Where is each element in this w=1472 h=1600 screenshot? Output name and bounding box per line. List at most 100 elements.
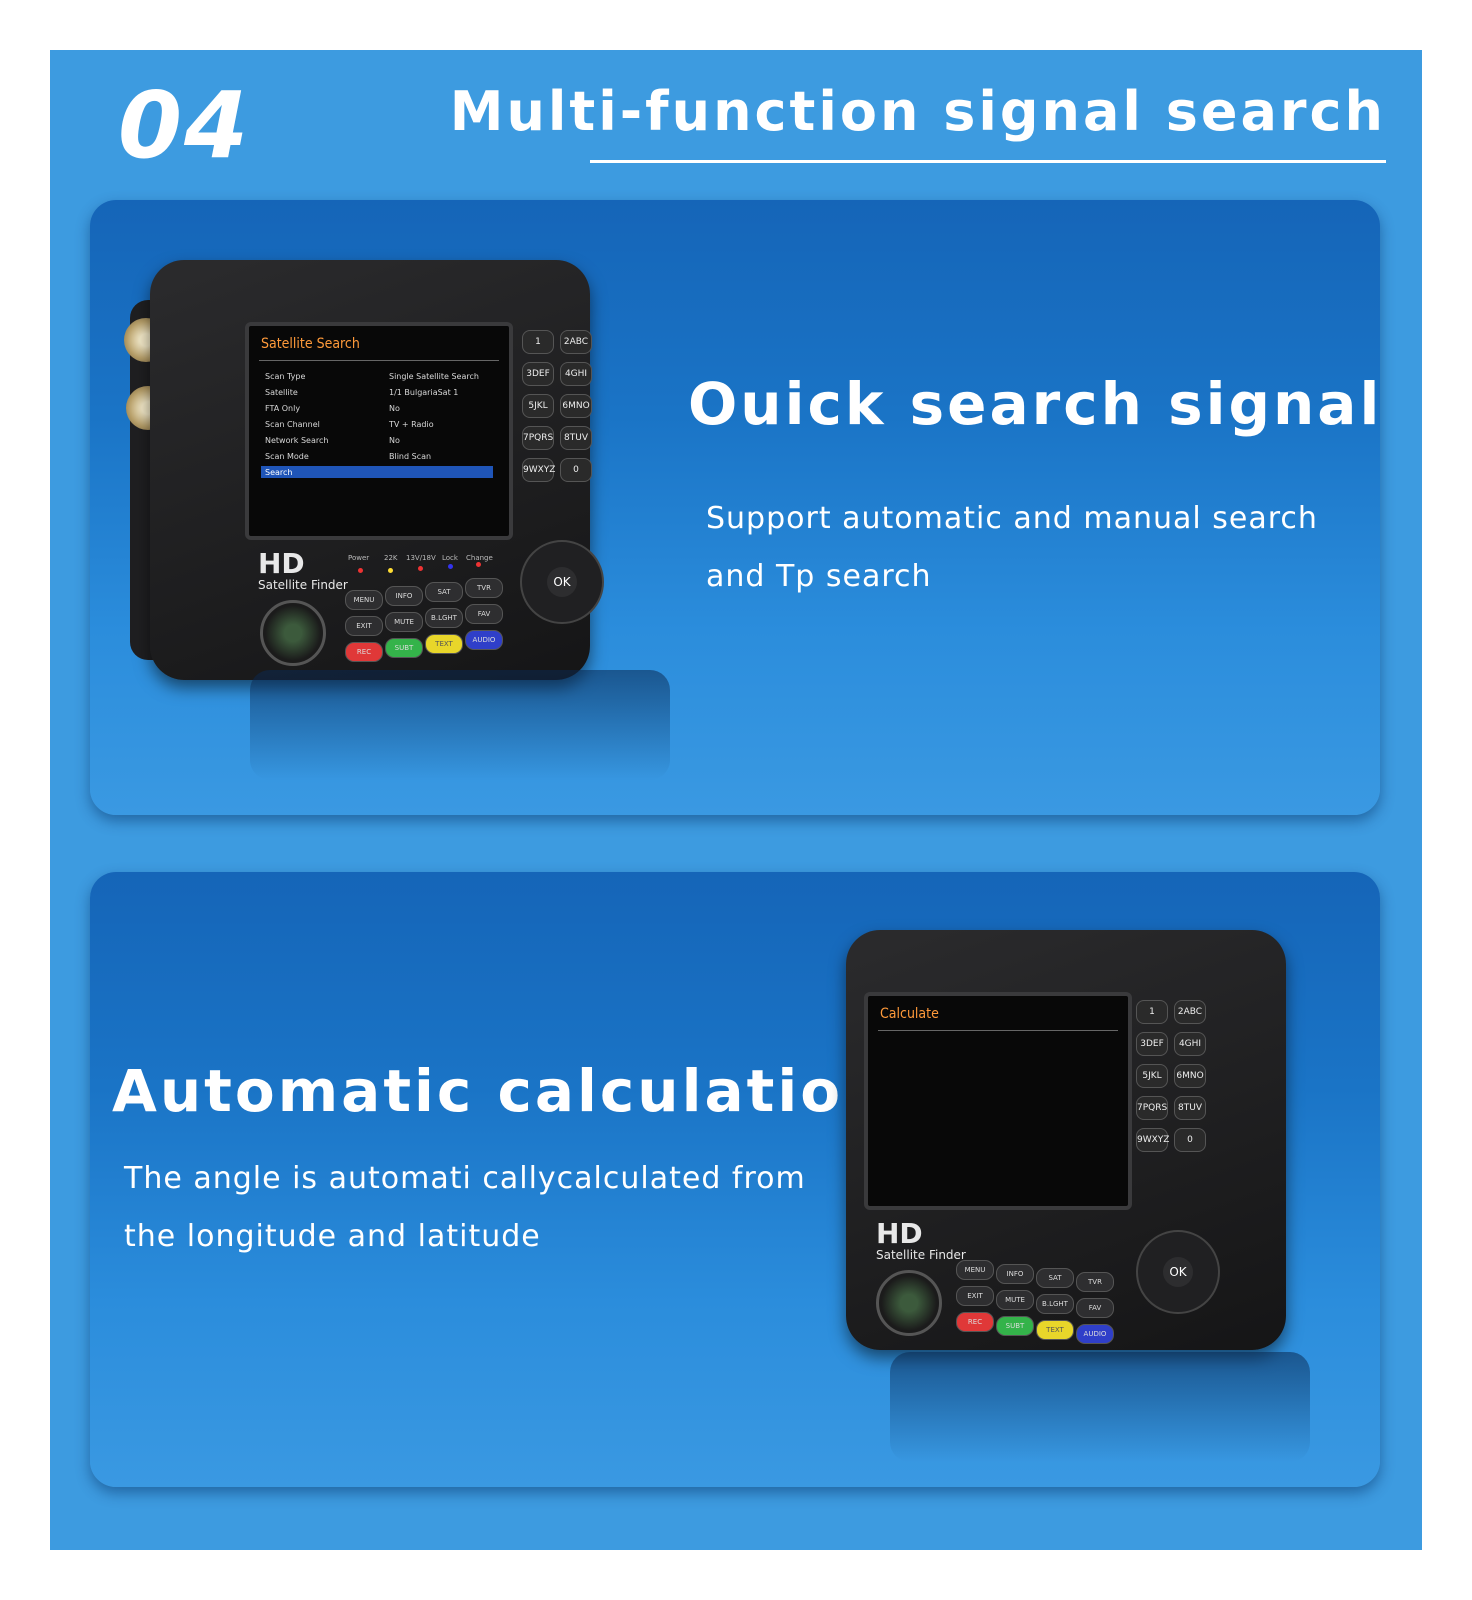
panel-desc-line: The angle is automati callycalculated fr… bbox=[124, 1161, 806, 1196]
screen-row-label: Scan Type bbox=[265, 372, 306, 381]
audio-button[interactable]: AUDIO bbox=[1076, 1324, 1114, 1344]
screen-selection-bar bbox=[261, 466, 493, 478]
screen-row-value: 1/1 BulgariaSat 1 bbox=[389, 388, 459, 397]
panel-desc-line: the longitude and latitude bbox=[124, 1219, 541, 1254]
device-reflection bbox=[250, 670, 670, 780]
key-3[interactable]: 3DEF bbox=[522, 362, 554, 386]
screen-row-value: No bbox=[389, 436, 400, 445]
lock-led-icon bbox=[448, 564, 453, 569]
key-7[interactable]: 7PQRS bbox=[1136, 1096, 1168, 1120]
screen-row-value: TV + Radio bbox=[389, 420, 434, 429]
screen-row-label: Network Search bbox=[265, 436, 329, 445]
dpad[interactable]: OK bbox=[1136, 1230, 1220, 1314]
key-8[interactable]: 8TUV bbox=[1174, 1096, 1206, 1120]
menu-button[interactable]: MENU bbox=[345, 590, 383, 610]
panel-desc-line: and Tp search bbox=[706, 559, 932, 594]
key-6[interactable]: 6MNO bbox=[1174, 1064, 1206, 1088]
banner-frame: 04 Multi-function signal search Satellit… bbox=[50, 50, 1422, 1550]
tvr-button[interactable]: TVR bbox=[1076, 1272, 1114, 1292]
device-screen: Calculate bbox=[864, 992, 1132, 1210]
panel-title: Ouick search signal bbox=[688, 370, 1380, 438]
key-4[interactable]: 4GHI bbox=[560, 362, 592, 386]
key-0[interactable]: 0 bbox=[1174, 1128, 1206, 1152]
indicator-change: Change bbox=[466, 554, 493, 562]
power-led-icon bbox=[358, 568, 363, 573]
text-button[interactable]: TEXT bbox=[425, 634, 463, 654]
key-0[interactable]: 0 bbox=[560, 458, 592, 482]
device-body: Satellite Search Scan Type Single Satell… bbox=[150, 260, 604, 680]
hd-logo: HD bbox=[258, 547, 305, 580]
key-9[interactable]: 9WXYZ bbox=[1136, 1128, 1169, 1152]
headline-underline bbox=[590, 160, 1386, 163]
key-9[interactable]: 9WXYZ bbox=[522, 458, 555, 482]
indicator-lock: Lock bbox=[442, 554, 458, 562]
exit-button[interactable]: EXIT bbox=[345, 616, 383, 636]
screen-row-value: Single Satellite Search bbox=[389, 372, 479, 381]
audio-button[interactable]: AUDIO bbox=[465, 630, 503, 650]
indicator-13v18v: 13V/18V bbox=[406, 554, 436, 562]
hd-logo: HD bbox=[876, 1217, 923, 1250]
text-button[interactable]: TEXT bbox=[1036, 1320, 1074, 1340]
screen-row-value: Blind Scan bbox=[389, 452, 432, 461]
fav-button[interactable]: FAV bbox=[1076, 1298, 1114, 1318]
key-1[interactable]: 1 bbox=[1136, 1000, 1168, 1024]
indicator-22k: 22K bbox=[384, 554, 398, 562]
tvr-button[interactable]: TVR bbox=[465, 578, 503, 598]
key-2[interactable]: 2ABC bbox=[1174, 1000, 1206, 1024]
22k-led-icon bbox=[388, 568, 393, 573]
key-6[interactable]: 6MNO bbox=[560, 394, 592, 418]
info-button[interactable]: INFO bbox=[385, 586, 423, 606]
screen-divider bbox=[878, 1030, 1118, 1031]
subt-button[interactable]: SUBT bbox=[996, 1316, 1034, 1336]
satellite-finder-device: Satellite Search Scan Type Single Satell… bbox=[124, 260, 604, 680]
satellite-finder-device: Calculate 1 2ABC 3DEF 4GHI 5JKL 6MNO 7PQ… bbox=[846, 930, 1306, 1350]
device-reflection bbox=[890, 1352, 1310, 1462]
voltage-led-icon bbox=[418, 566, 423, 571]
panel-quick-search: Satellite Search Scan Type Single Satell… bbox=[90, 200, 1380, 815]
key-3[interactable]: 3DEF bbox=[1136, 1032, 1168, 1056]
panel-angle-calc: Automatic calculationof angle The angle … bbox=[90, 872, 1380, 1487]
ok-button[interactable]: OK bbox=[547, 567, 577, 597]
screen-title: Calculate bbox=[880, 1006, 939, 1022]
info-button[interactable]: INFO bbox=[996, 1264, 1034, 1284]
mute-button[interactable]: MUTE bbox=[996, 1290, 1034, 1310]
screen-row-label: FTA Only bbox=[265, 404, 301, 413]
exit-button[interactable]: EXIT bbox=[956, 1286, 994, 1306]
headline: Multi-function signal search bbox=[449, 80, 1386, 143]
rec-button[interactable]: REC bbox=[345, 642, 383, 662]
menu-button[interactable]: MENU bbox=[956, 1260, 994, 1280]
rec-button[interactable]: REC bbox=[956, 1312, 994, 1332]
sat-button[interactable]: SAT bbox=[1036, 1268, 1074, 1288]
screen-row-label: Search bbox=[265, 468, 293, 477]
subt-button[interactable]: SUBT bbox=[385, 638, 423, 658]
key-4[interactable]: 4GHI bbox=[1174, 1032, 1206, 1056]
screen-divider bbox=[259, 360, 499, 361]
step-number: 04 bbox=[118, 72, 251, 179]
key-8[interactable]: 8TUV bbox=[560, 426, 592, 450]
key-5[interactable]: 5JKL bbox=[522, 394, 554, 418]
key-5[interactable]: 5JKL bbox=[1136, 1064, 1168, 1088]
numeric-keypad: 1 2ABC 3DEF 4GHI 5JKL 6MNO 7PQRS 8TUV 9W… bbox=[522, 330, 594, 510]
key-2[interactable]: 2ABC bbox=[560, 330, 592, 354]
numeric-keypad: 1 2ABC 3DEF 4GHI 5JKL 6MNO 7PQRS 8TUV 9W… bbox=[1136, 1000, 1208, 1180]
fav-button[interactable]: FAV bbox=[465, 604, 503, 624]
compass-icon bbox=[260, 600, 326, 666]
blight-button[interactable]: B.LGHT bbox=[1036, 1294, 1074, 1314]
screen-title: Satellite Search bbox=[261, 336, 360, 352]
key-1[interactable]: 1 bbox=[522, 330, 554, 354]
change-led-icon bbox=[476, 562, 481, 567]
device-body: Calculate 1 2ABC 3DEF 4GHI 5JKL 6MNO 7PQ… bbox=[846, 930, 1286, 1350]
device-brand: HD Satellite Finder bbox=[258, 547, 348, 593]
indicator-power: Power bbox=[348, 554, 370, 562]
screen-row-value: No bbox=[389, 404, 400, 413]
mute-button[interactable]: MUTE bbox=[385, 612, 423, 632]
compass-icon bbox=[876, 1270, 942, 1336]
blight-button[interactable]: B.LGHT bbox=[425, 608, 463, 628]
screen-row-label: Satellite bbox=[265, 388, 298, 397]
key-7[interactable]: 7PQRS bbox=[522, 426, 554, 450]
device-brand: HD Satellite Finder bbox=[876, 1217, 966, 1263]
sat-button[interactable]: SAT bbox=[425, 582, 463, 602]
ok-button[interactable]: OK bbox=[1163, 1257, 1193, 1287]
dpad[interactable]: OK bbox=[520, 540, 604, 624]
screen-row-label: Scan Channel bbox=[265, 420, 320, 429]
